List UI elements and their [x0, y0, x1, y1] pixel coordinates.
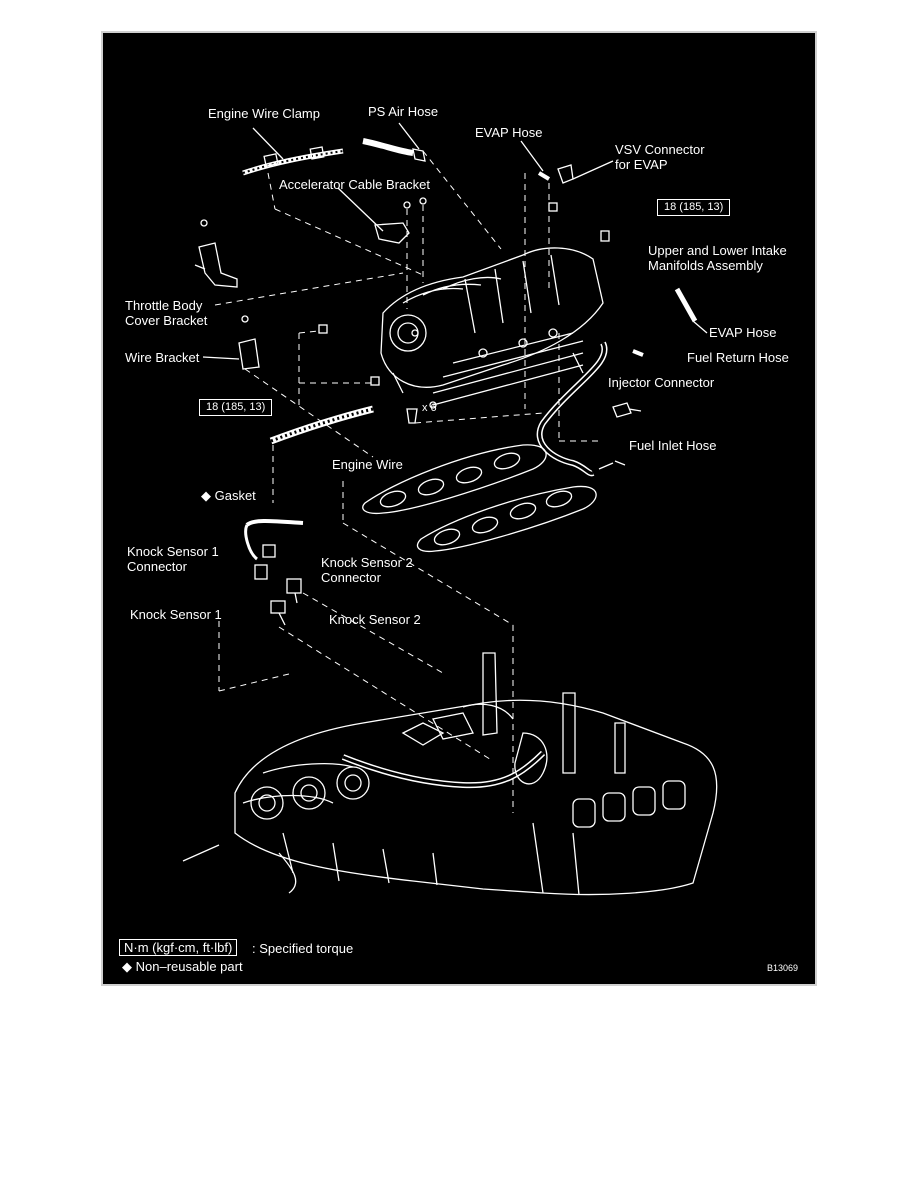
- label-knock-sensor-1: Knock Sensor 1: [130, 607, 222, 622]
- label-knock-sensor-2-connector: Knock Sensor 2 Connector: [321, 555, 413, 585]
- label-vsv-connector: VSV Connector for EVAP: [615, 142, 705, 172]
- label-throttle-body-cover-bracket: Throttle Body Cover Bracket: [125, 298, 208, 328]
- label-ps-air-hose: PS Air Hose: [368, 104, 439, 119]
- evap-vsv-drawing: [520, 140, 614, 242]
- label-knock-sensor-1-connector: Knock Sensor 1 Connector: [127, 544, 219, 574]
- label-injector-connector: Injector Connector: [608, 375, 715, 390]
- label-gasket: ◆ Gasket: [201, 488, 256, 503]
- evap-hose-right-drawing: [674, 287, 708, 334]
- torque-spec-upper: 18 (185, 13): [657, 199, 731, 216]
- engine-block-drawing: [182, 652, 718, 896]
- label-knock-sensor-2: Knock Sensor 2: [329, 612, 421, 627]
- label-upper-lower-intake: Upper and Lower Intake Manifolds Assembl…: [648, 243, 787, 273]
- label-times-mark: x 6: [422, 402, 437, 414]
- intake-manifold-drawing: [380, 247, 604, 406]
- ps-air-hose-drawing: [362, 122, 426, 162]
- label-evap-hose-top: EVAP Hose: [475, 125, 543, 140]
- diagram-frame: Engine Wire Clamp PS Air Hose EVAP Hose …: [101, 31, 817, 986]
- legend-unit-description: : Specified torque: [252, 941, 354, 956]
- legend-unit-box: N·m (kgf·cm, ft·lbf): [119, 939, 238, 956]
- engine-wire-clamp-drawing: [242, 127, 344, 176]
- label-wire-bracket: Wire Bracket: [125, 350, 200, 365]
- fasteners-drawing: [318, 324, 437, 424]
- exploded-view-drawing: [182, 122, 718, 896]
- label-evap-hose-right: EVAP Hose: [709, 325, 777, 340]
- torque-spec-lower: 18 (185, 13): [199, 399, 273, 416]
- injector-connector-drawing: [612, 402, 642, 418]
- engine-wire-drawing: [269, 405, 374, 445]
- wire-bracket-drawing: [202, 315, 260, 370]
- accelerator-bracket-drawing: [337, 187, 427, 244]
- label-fuel-return-hose: Fuel Return Hose: [687, 350, 789, 365]
- gasket-drawing: [362, 444, 597, 553]
- alignment-lines: [214, 150, 603, 813]
- throttle-bracket-drawing: [194, 219, 238, 288]
- label-engine-wire: Engine Wire: [332, 457, 403, 472]
- label-accelerator-cable-bracket: Accelerator Cable Bracket: [279, 177, 431, 192]
- label-fuel-inlet-hose: Fuel Inlet Hose: [629, 438, 717, 453]
- figure-code: B13069: [767, 963, 799, 973]
- legend-non-reusable: ◆ Non–reusable part: [122, 959, 243, 974]
- fuel-hose-drawing: [536, 341, 644, 477]
- knock-sensor-drawing: [244, 519, 304, 626]
- label-engine-wire-clamp: Engine Wire Clamp: [208, 106, 320, 121]
